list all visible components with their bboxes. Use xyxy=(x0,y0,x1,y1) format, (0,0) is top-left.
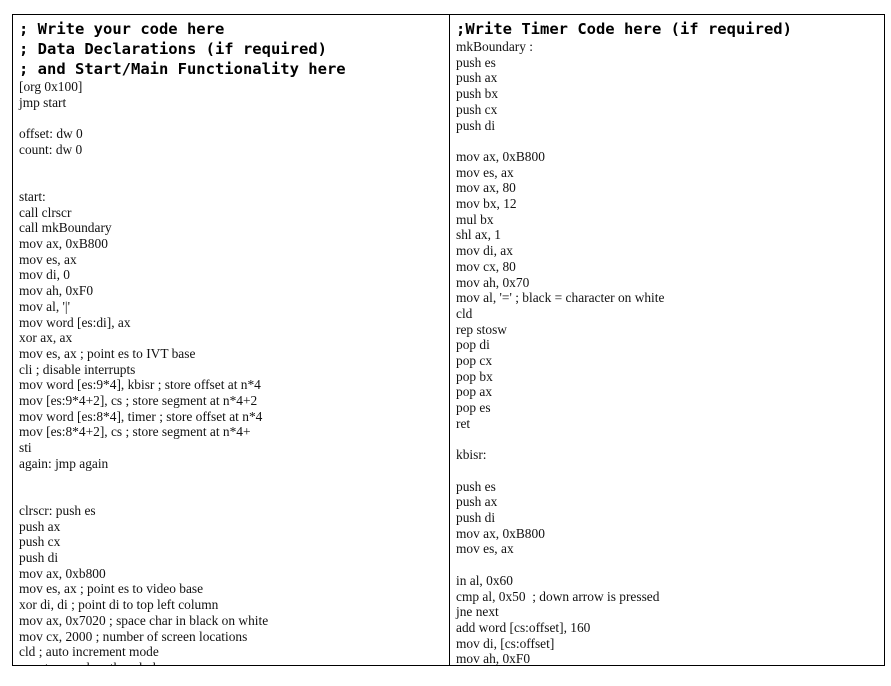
code-line: push di xyxy=(19,550,59,566)
left-header: ; Write your code here ; Data Declaratio… xyxy=(19,19,449,79)
code-line: call clrscr xyxy=(19,204,72,220)
code-line: pop es xyxy=(456,400,491,416)
code-line: mov ax, 0xb800 xyxy=(19,565,106,581)
code-line xyxy=(19,110,449,126)
code-line: add word [cs:offset], 160 xyxy=(456,619,591,635)
code-line: count: dw 0 xyxy=(19,141,83,157)
code-line: mov [es:8*4+2], cs ; store segment at n*… xyxy=(19,424,251,440)
code-line: mov ax, 0x7020 ; space char in black on … xyxy=(19,612,269,628)
code-line: pop bx xyxy=(456,368,493,384)
code-line: push ax xyxy=(456,494,498,510)
code-line: again: jmp again xyxy=(19,455,109,471)
code-line: mov es, ax xyxy=(456,164,514,180)
code-line: cld ; auto increment mode xyxy=(19,644,159,660)
code-line: mov bx, 12 xyxy=(456,196,517,212)
code-line: mov al, '=' ; black = character on white xyxy=(456,290,665,306)
code-line: shl ax, 1 xyxy=(456,227,502,243)
code-line: offset: dw 0 xyxy=(19,126,83,142)
code-line: xor ax, ax xyxy=(19,330,73,346)
code-line: xor di, di ; point di to top left column xyxy=(19,597,219,613)
code-line: push di xyxy=(456,510,496,526)
code-line: mov word [es:di], ax xyxy=(19,314,131,330)
code-line: mul bx xyxy=(456,211,494,227)
code-line xyxy=(19,173,449,189)
code-line: kbisr: xyxy=(456,447,487,463)
code-line xyxy=(456,432,884,448)
header-line: ; and Start/Main Functionality here xyxy=(19,60,346,78)
code-line: [org 0x100] xyxy=(19,79,83,94)
code-line: ret xyxy=(456,415,471,431)
code-line: mov ax, 0xB800 xyxy=(456,148,545,164)
code-line xyxy=(19,487,449,503)
code-line: mov ax, 0xB800 xyxy=(456,525,545,541)
code-line: mov ax, 80 xyxy=(456,180,516,196)
code-line: start: xyxy=(19,188,46,204)
code-line xyxy=(456,463,884,479)
code-line xyxy=(456,133,884,149)
code-line: rep stosw ; clear the whole screen xyxy=(19,660,449,665)
code-line: push es xyxy=(456,478,496,494)
code-line xyxy=(19,158,449,174)
code-line: jne next xyxy=(456,604,499,620)
code-line: mov word [es:8*4], timer ; store offset … xyxy=(19,408,263,424)
code-line: mov ah, 0x70 xyxy=(456,274,530,290)
code-line: mov es, ax xyxy=(456,541,514,557)
code-line: push bx xyxy=(456,86,499,102)
header-line: ; Data Declarations (if required) xyxy=(19,40,327,58)
code-line: pop ax xyxy=(456,384,493,400)
code-line: cld xyxy=(456,305,473,321)
code-line: mov ah, 0xF0 xyxy=(19,283,94,299)
code-line: mov di, ax xyxy=(456,243,513,259)
code-line: rep stosw xyxy=(456,321,507,337)
code-line: mov cx, 2000 ; number of screen location… xyxy=(19,628,248,644)
code-line: mov di, [cs:offset] xyxy=(456,635,555,651)
code-line: pop cx xyxy=(456,353,493,369)
code-line: mov cx, 80 xyxy=(456,258,516,274)
left-column: ; Write your code here ; Data Declaratio… xyxy=(13,15,450,665)
code-line: push di xyxy=(456,117,496,133)
code-line: push cx xyxy=(456,101,498,117)
code-line xyxy=(19,472,449,488)
code-line: sti xyxy=(19,440,32,456)
code-line: mov word [es:9*4], kbisr ; store offset … xyxy=(19,377,261,393)
code-line: mov es, ax ; point es to IVT base xyxy=(19,345,196,361)
code-line: mov es, ax xyxy=(19,251,77,267)
code-table: ; Write your code here ; Data Declaratio… xyxy=(12,14,885,666)
code-line: cli ; disable interrupts xyxy=(19,361,136,377)
code-line: pop di xyxy=(456,337,490,353)
code-line: mov es, ax ; point es to video base xyxy=(19,581,204,597)
code-line: cmp al, 0x50 ; down arrow is pressed xyxy=(456,588,660,604)
code-line: clrscr: push es xyxy=(19,502,96,518)
header-line: ; Write your code here xyxy=(19,20,225,38)
code-line: mov [es:9*4+2], cs ; store segment at n*… xyxy=(19,393,258,409)
code-line: mkBoundary : xyxy=(456,39,533,54)
right-column: ;Write Timer Code here (if required) mkB… xyxy=(450,15,884,665)
code-line: push ax xyxy=(19,518,61,534)
code-line: push cx xyxy=(19,534,61,550)
code-line: mov al, '|' xyxy=(19,298,71,314)
code-line: push es xyxy=(456,54,496,70)
code-line xyxy=(456,557,884,573)
right-header: ;Write Timer Code here (if required) xyxy=(456,19,884,39)
code-line: call mkBoundary xyxy=(19,220,112,236)
code-line: mov ah, 0xF0 xyxy=(456,651,531,665)
code-line: jmp start xyxy=(19,94,67,110)
code-line: in al, 0x60 xyxy=(456,572,513,588)
header-line: ;Write Timer Code here (if required) xyxy=(456,20,792,38)
code-line: mov ax, 0xB800 xyxy=(19,235,108,251)
code-line: mov di, 0 xyxy=(19,267,70,283)
code-line: push ax xyxy=(456,70,498,86)
